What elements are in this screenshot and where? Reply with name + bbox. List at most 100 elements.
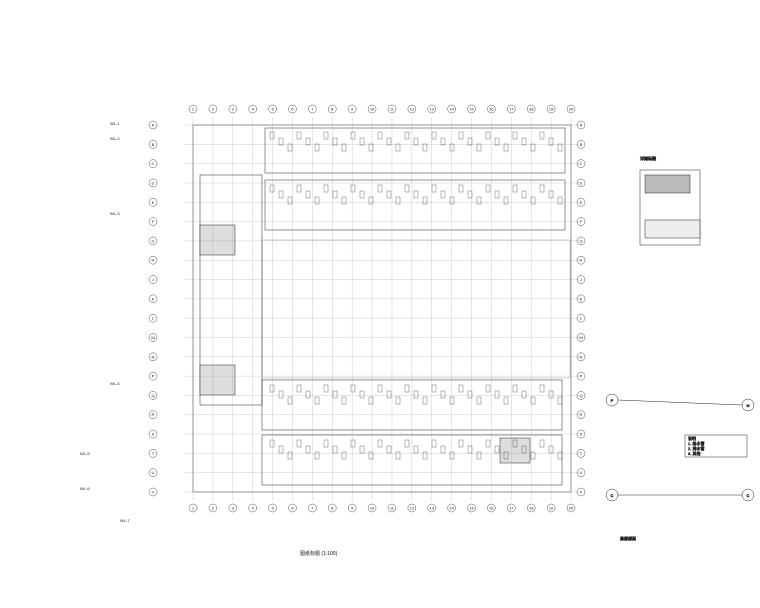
grid-row-label: C — [152, 161, 155, 166]
grid-bubble — [576, 140, 586, 149]
grid-row-label: M — [151, 335, 154, 340]
fixture — [314, 196, 320, 205]
grid-bubble — [268, 503, 277, 513]
grid-row-label: A — [152, 123, 155, 128]
grid-bubble — [347, 104, 357, 114]
grid-bubble — [228, 503, 237, 513]
section-mark-p-label: P — [611, 398, 614, 403]
grid-bubble — [387, 503, 397, 513]
fixture — [341, 196, 347, 205]
fixture — [557, 396, 563, 405]
detail-title: 详图标题 — [640, 155, 656, 161]
fixture — [395, 451, 401, 460]
fixture — [539, 131, 545, 140]
fixture — [323, 184, 329, 193]
grid-row-label: J — [580, 277, 582, 282]
fixture — [485, 131, 491, 140]
fixture — [359, 137, 365, 146]
grid-row-label: R — [580, 412, 583, 417]
fixture — [422, 396, 428, 405]
fixture — [503, 451, 509, 460]
grid-bubble — [248, 104, 257, 114]
grid-bubble — [407, 503, 417, 513]
fixture — [458, 384, 464, 393]
grid-row-label: F — [580, 219, 583, 224]
grid-col-label: 6 — [291, 506, 294, 511]
grid-row-label: T — [580, 451, 583, 456]
grid-col-label: 20 — [569, 506, 574, 511]
fixture — [269, 439, 275, 448]
grid-col-label: 4 — [252, 107, 255, 112]
grid-row-label: D — [580, 180, 583, 185]
grid-col-label: 3 — [232, 506, 235, 511]
fixture — [287, 396, 293, 405]
callout-5: WL-5 — [80, 451, 90, 456]
fixture — [431, 384, 437, 393]
main-plan — [192, 124, 572, 493]
grid-bubble — [288, 104, 297, 114]
fixture — [287, 451, 293, 460]
grid-col-label: 11 — [390, 107, 395, 112]
fixture — [458, 439, 464, 448]
bottom-rooms-2 — [261, 434, 563, 486]
callout-1: WL-1 — [110, 121, 120, 126]
grid-row-label: E — [152, 200, 155, 205]
grid-col-label: 5 — [271, 506, 274, 511]
grid-bubble — [447, 104, 456, 114]
fixture — [548, 137, 554, 146]
fixture — [557, 451, 563, 460]
fixture — [359, 445, 365, 454]
grid-col-label: 12 — [410, 107, 415, 112]
fixture — [512, 439, 518, 448]
grid-bubble — [576, 198, 586, 207]
grid-bubble — [148, 487, 158, 497]
detail-view: 详图标题 — [639, 155, 701, 246]
grid-bubble — [576, 217, 586, 226]
fixture — [440, 137, 446, 146]
note-line-1: 说明 — [688, 435, 696, 441]
fixture — [521, 445, 527, 454]
fixture — [431, 184, 437, 193]
fixture — [368, 451, 374, 460]
grid-bubble — [367, 503, 377, 513]
fixture — [269, 184, 275, 193]
grid-col-label: 9 — [351, 506, 354, 511]
fixture — [296, 439, 302, 448]
fixture — [440, 390, 446, 399]
fixture — [314, 396, 320, 405]
fixture — [296, 384, 302, 393]
grid-col-label: 13 — [430, 506, 435, 511]
fixture — [557, 143, 563, 152]
fixture — [404, 131, 410, 140]
fixture — [521, 390, 527, 399]
fixture — [449, 396, 455, 405]
grid-row-label: Q — [151, 393, 154, 398]
grid-bubble — [467, 104, 476, 114]
grid-bubble — [576, 236, 586, 246]
grid-lines — [185, 117, 579, 500]
fixture — [278, 390, 284, 399]
grid-bubble — [148, 294, 158, 304]
grid-bubble — [566, 104, 576, 114]
callout-3: WL-3 — [110, 211, 120, 216]
fixture — [539, 184, 545, 193]
grid-row-label: C — [580, 161, 583, 166]
callouts: WL-1 WL-2 WL-3 WL-4 WL-5 WL-6 WL-7 — [80, 121, 130, 523]
fixture — [521, 190, 527, 199]
grid-bubble — [328, 503, 337, 513]
detail-frame — [639, 169, 701, 246]
fixture — [458, 131, 464, 140]
grid-row-label: E — [580, 200, 583, 205]
fixture — [548, 390, 554, 399]
grid-col-label: 14 — [449, 506, 454, 511]
fixture — [476, 451, 482, 460]
fixture — [332, 190, 338, 199]
note-line-3: 2. 排水管 — [688, 445, 704, 451]
fixture — [458, 184, 464, 193]
fixture — [386, 390, 392, 399]
grid-bubble — [148, 236, 158, 246]
fixture — [395, 396, 401, 405]
fixture — [368, 196, 374, 205]
grid-row-label: S — [580, 432, 583, 437]
grid-bubble — [576, 410, 586, 419]
